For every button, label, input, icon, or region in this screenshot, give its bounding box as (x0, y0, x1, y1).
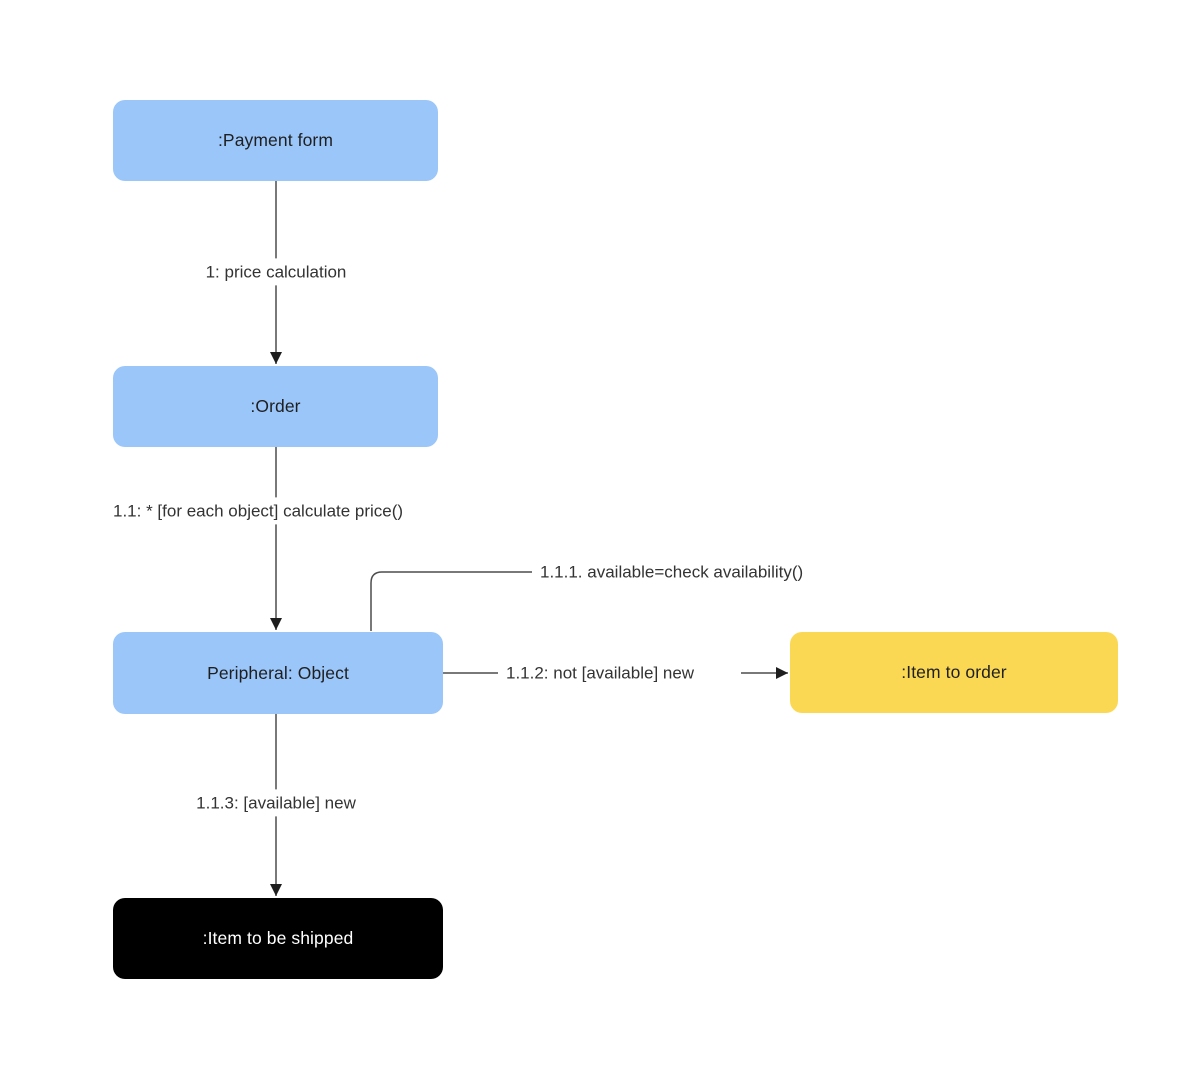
node-payment-form: :Payment form (113, 100, 438, 181)
edge-label-msg-1: 1: price calculation (199, 258, 353, 286)
node-item-to-be-shipped: :Item to be shipped (113, 898, 443, 979)
edge-label-msg-1-1-3: 1.1.3: [available] new (190, 789, 362, 817)
edge-msg-1-1-1-self-line (370, 571, 532, 631)
node-item-to-be-shipped-label: :Item to be shipped (202, 928, 354, 948)
node-peripheral-object-label: Peripheral: Object (207, 662, 349, 683)
node-peripheral-object: Peripheral: Object (113, 632, 443, 714)
node-payment-form-label: :Payment form (217, 130, 334, 150)
edge-label-msg-1-1: 1.1: * [for each object] calculate price… (107, 497, 410, 525)
edge-label-msg-1-1-2: 1.1.2: not [available] new (500, 659, 701, 687)
node-item-to-order-label: :Item to order (901, 662, 1007, 682)
node-order-label: :Order (250, 396, 301, 416)
node-order: :Order (113, 366, 438, 447)
node-item-to-order: :Item to order (790, 632, 1118, 713)
edge-label-msg-1-1-1: 1.1.1. available=check availability() (534, 558, 810, 586)
